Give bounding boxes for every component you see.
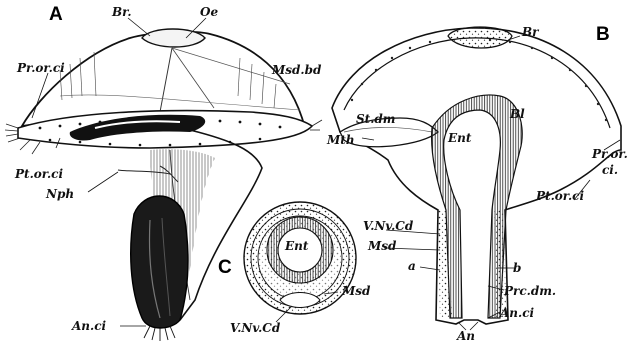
panel-label-c: C — [218, 258, 232, 277]
label-v-nv-cd-b: V.Nv.Cd — [363, 220, 413, 232]
label-ent-c: Ent — [285, 240, 308, 252]
label-b: b — [513, 262, 521, 274]
figure-c-cross-section — [244, 202, 356, 322]
label-mth: Mth — [327, 134, 355, 146]
label-ent-b: Ent — [448, 132, 471, 144]
label-an: An — [457, 330, 475, 342]
label-pt-or-ci-a: Pt.or.ci — [15, 168, 63, 180]
label-pr-or-ci: Pr.or.ci — [17, 62, 65, 74]
a-apical-plate — [142, 29, 205, 47]
label-pr-or-ci-b-2: ci. — [602, 164, 618, 176]
label-msd-c: Msd — [342, 285, 370, 297]
label-nph: Nph — [46, 188, 74, 200]
c-nerve-cord — [280, 293, 320, 308]
label-an-ci-a: An.ci — [72, 320, 106, 332]
label-bl: Bl — [510, 108, 525, 120]
label-br-b: Br — [522, 26, 538, 38]
a-tail — [131, 196, 188, 328]
label-msd-bd: Msd.bd — [272, 64, 321, 76]
label-v-nv-cd-c: V.Nv.Cd — [230, 322, 280, 334]
label-msd-b: Msd — [368, 240, 396, 252]
label-oe: Oe — [200, 6, 218, 18]
label-pt-or-ci-b: Pt.or.ci — [536, 190, 584, 202]
figure-b-section — [332, 27, 621, 330]
label-br-a: Br. — [112, 6, 132, 18]
label-st-dm: St.dm — [356, 113, 395, 125]
label-pr-or-ci-b-1: Pr.or. — [592, 148, 628, 160]
panel-label-b: B — [596, 25, 610, 44]
label-a: a — [408, 260, 416, 272]
label-prc-dm: Prc.dm. — [504, 285, 556, 297]
label-an-ci-b: An.ci — [500, 307, 534, 319]
panel-label-a: A — [49, 5, 63, 24]
